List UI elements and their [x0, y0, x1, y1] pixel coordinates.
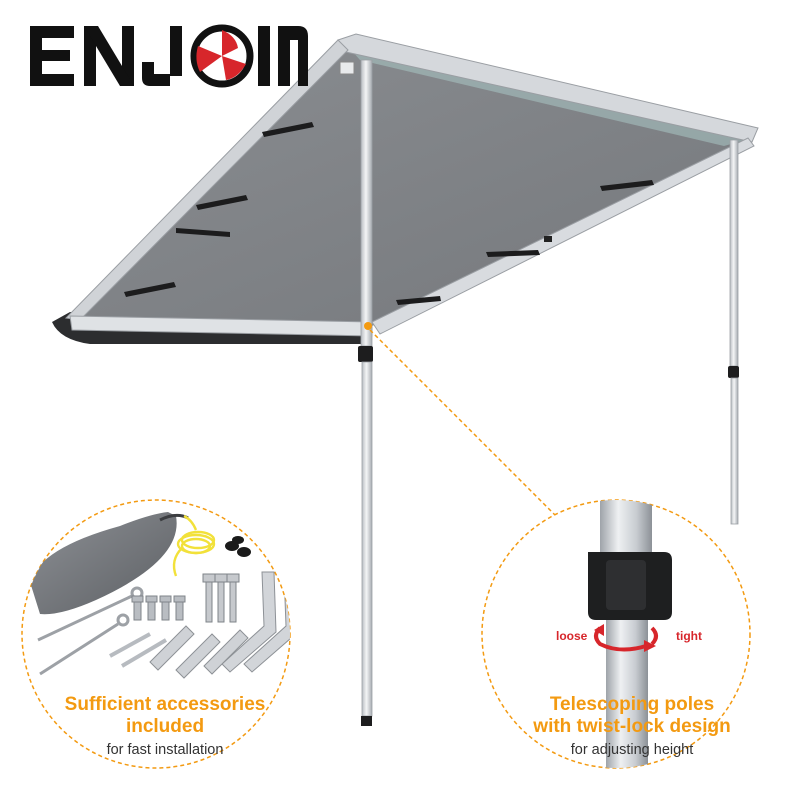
twist-lock-heading-line1: Telescoping poles [549, 694, 715, 715]
awning-fabric [72, 44, 752, 326]
fabric-straps [124, 122, 654, 305]
callout-leader-line [369, 329, 561, 521]
storage-bag [30, 512, 177, 615]
awning [52, 33, 759, 344]
twist-arrows-icon [594, 626, 658, 652]
back-pole [728, 139, 739, 525]
small-bolts [131, 595, 186, 621]
ground-stakes [37, 586, 144, 676]
accessories-heading-line1: Sufficient accessories [64, 694, 266, 715]
pole-lower-section [606, 600, 648, 768]
tight-label: tight [676, 629, 702, 643]
accessories-caption: Sufficient accessories included for fast… [30, 694, 300, 760]
front-pole [358, 59, 373, 726]
accessories-callout-circle [21, 499, 291, 769]
accessories-heading-line2: included [125, 716, 205, 737]
awning-right-rail [371, 137, 755, 335]
twist-lock-heading-line2: with twist-lock design [533, 716, 731, 737]
accessories-subtext: for fast installation [106, 742, 224, 758]
l-brackets [221, 571, 290, 673]
logo-pinwheel-icon [190, 24, 254, 88]
twist-lock-caption: Telescoping poles with twist-lock design… [502, 694, 762, 760]
wrenches [109, 632, 168, 668]
mounting-plates [149, 625, 249, 679]
loose-label: loose [556, 629, 588, 643]
brand-logo [30, 24, 308, 88]
twist-lock-callout-circle [481, 499, 751, 769]
twist-lock-subtext: for adjusting height [570, 742, 694, 758]
rope-coil [172, 514, 216, 577]
rope-tensioners [225, 536, 251, 557]
long-bolts [202, 573, 240, 623]
